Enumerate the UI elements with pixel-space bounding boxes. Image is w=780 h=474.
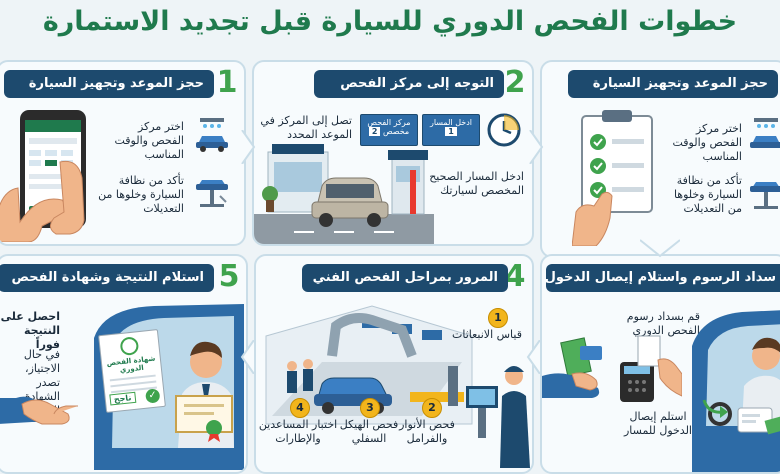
inspection-step-badge-4: 4 <box>290 398 310 418</box>
checklist-illustration <box>572 110 653 246</box>
lane-sign-left-sub: مخصص <box>382 127 410 136</box>
certificate-lines <box>109 374 156 382</box>
inspection-step-label-3: فحص الهيكل السفلي <box>339 418 399 445</box>
clock-icon <box>487 113 521 147</box>
car-wash-icon <box>196 118 228 152</box>
step-header-5: استلام النتيجة وشهادة الفحص <box>0 264 214 292</box>
lane-sign-right: ادخل المسار 1 <box>422 114 480 146</box>
car-lift-icon-2 <box>750 182 780 209</box>
car-wash-icon-2 <box>750 118 780 148</box>
certificate-stamp: ناجح <box>109 391 136 406</box>
certificate-frame-illustration <box>175 395 233 442</box>
inspection-step-label-1: قياس الانبعاثات <box>452 328 522 341</box>
step1-tip-1: اختر مركز الفحص والوقت المناسب <box>114 120 184 161</box>
flow-arrow-down <box>640 239 680 258</box>
step-number-1: 1 <box>216 65 238 100</box>
step-card-6: سداد الرسوم واستلام إيصال الدخول قم بسدا… <box>540 254 780 474</box>
step-header-2: التوجه إلى مركز الفحص <box>314 70 504 98</box>
step3-tip-1: اختر مركز الفحص والوقت المناسب <box>672 122 742 163</box>
handshake-illustration <box>0 396 78 425</box>
step-number-2: 2 <box>504 65 526 100</box>
step-card-2: 2 التوجه إلى مركز الفحص تصل إلى المركز ف… <box>252 60 534 246</box>
phone-illustration <box>0 110 86 242</box>
lane-sign-left-title: مركز الفحص <box>367 118 411 127</box>
step-header-4: المرور بمراحل الفحص الفني <box>302 264 508 292</box>
step-header-3: حجز الموعد وتجهيز السيارة <box>568 70 778 98</box>
inspection-step-badge-1: 1 <box>488 308 508 328</box>
page-title: خطوات الفحص الدوري للسيارة قبل تجديد الا… <box>42 6 738 37</box>
flow-arrow-left <box>526 340 541 374</box>
step3-tip-2: تأكد من نظافة السيارة وخلوها من التعديلا… <box>673 174 742 215</box>
inspector-computer-illustration <box>466 366 530 468</box>
step6-tip-1: قم بسداد رسوم الفحص الدوري <box>626 310 700 337</box>
step-card-3: حجز الموعد وتجهيز السيارة اختر مركز الفح… <box>540 60 780 258</box>
car-lift-icon <box>196 180 228 207</box>
step-header-6: سداد الرسوم واستلام إيصال الدخول <box>545 264 780 292</box>
inspection-step-label-4: اختبار المساعدين والإطارات <box>258 418 338 445</box>
step2-tip-2: ادخل المسار الصحيح المخصص لسيارتك <box>429 170 524 197</box>
inspection-step-label-2: فحص الأنوار والفرامل <box>399 418 455 445</box>
certificate-title: شهادة الفحص الدوري <box>106 354 156 375</box>
step6-tip-2: استلم إيصال الدخول للمسار <box>624 410 692 437</box>
flow-arrow-right <box>241 130 256 164</box>
lane-sign-right-title: ادخل المسار <box>429 118 473 127</box>
step-number-5: 5 <box>218 259 240 294</box>
inspection-hall-illustration <box>265 305 473 425</box>
payment-illustration <box>542 335 682 402</box>
inspection-step-badge-2: 2 <box>422 398 442 418</box>
driver-window-illustration <box>692 310 780 472</box>
lane-sign-left: مركز الفحص مخصص 2 <box>360 114 418 146</box>
step-card-5: 5 استلام النتيجة وشهادة الفحص احصل على ا… <box>0 254 248 474</box>
step1-tip-2: تأكد من نظافة السيارة وخلوها من التعديلا… <box>98 174 184 215</box>
flow-arrow-right-2 <box>529 130 544 164</box>
lane-sign-left-number: 2 <box>368 127 381 136</box>
flow-arrow-left-2 <box>240 340 255 374</box>
inspection-step-badge-3: 3 <box>360 398 380 418</box>
step-card-4: 4 المرور بمراحل الفحص الفني 1 قياس الانب… <box>254 254 534 474</box>
step-header-1: حجز الموعد وتجهيز السيارة <box>4 70 214 98</box>
certificate-seal-icon <box>119 336 140 357</box>
step5-tip-1: احصل على النتيجة فوراً <box>0 310 60 351</box>
step-card-1: 1 حجز الموعد وتجهيز السيارة اختر مركز ال… <box>0 60 246 246</box>
certificate: شهادة الفحص الدوري ناجح ✓ <box>98 329 166 413</box>
arrow-icon <box>702 399 728 418</box>
ticket-icon <box>737 407 780 435</box>
check-icon: ✓ <box>145 388 161 404</box>
inspection-gate-illustration <box>254 144 434 244</box>
step-number-4: 4 <box>504 259 526 294</box>
lane-sign-right-number: 1 <box>445 127 457 136</box>
step2-tip-1: تصل إلى المركز في الموعد المحدد <box>260 114 352 141</box>
